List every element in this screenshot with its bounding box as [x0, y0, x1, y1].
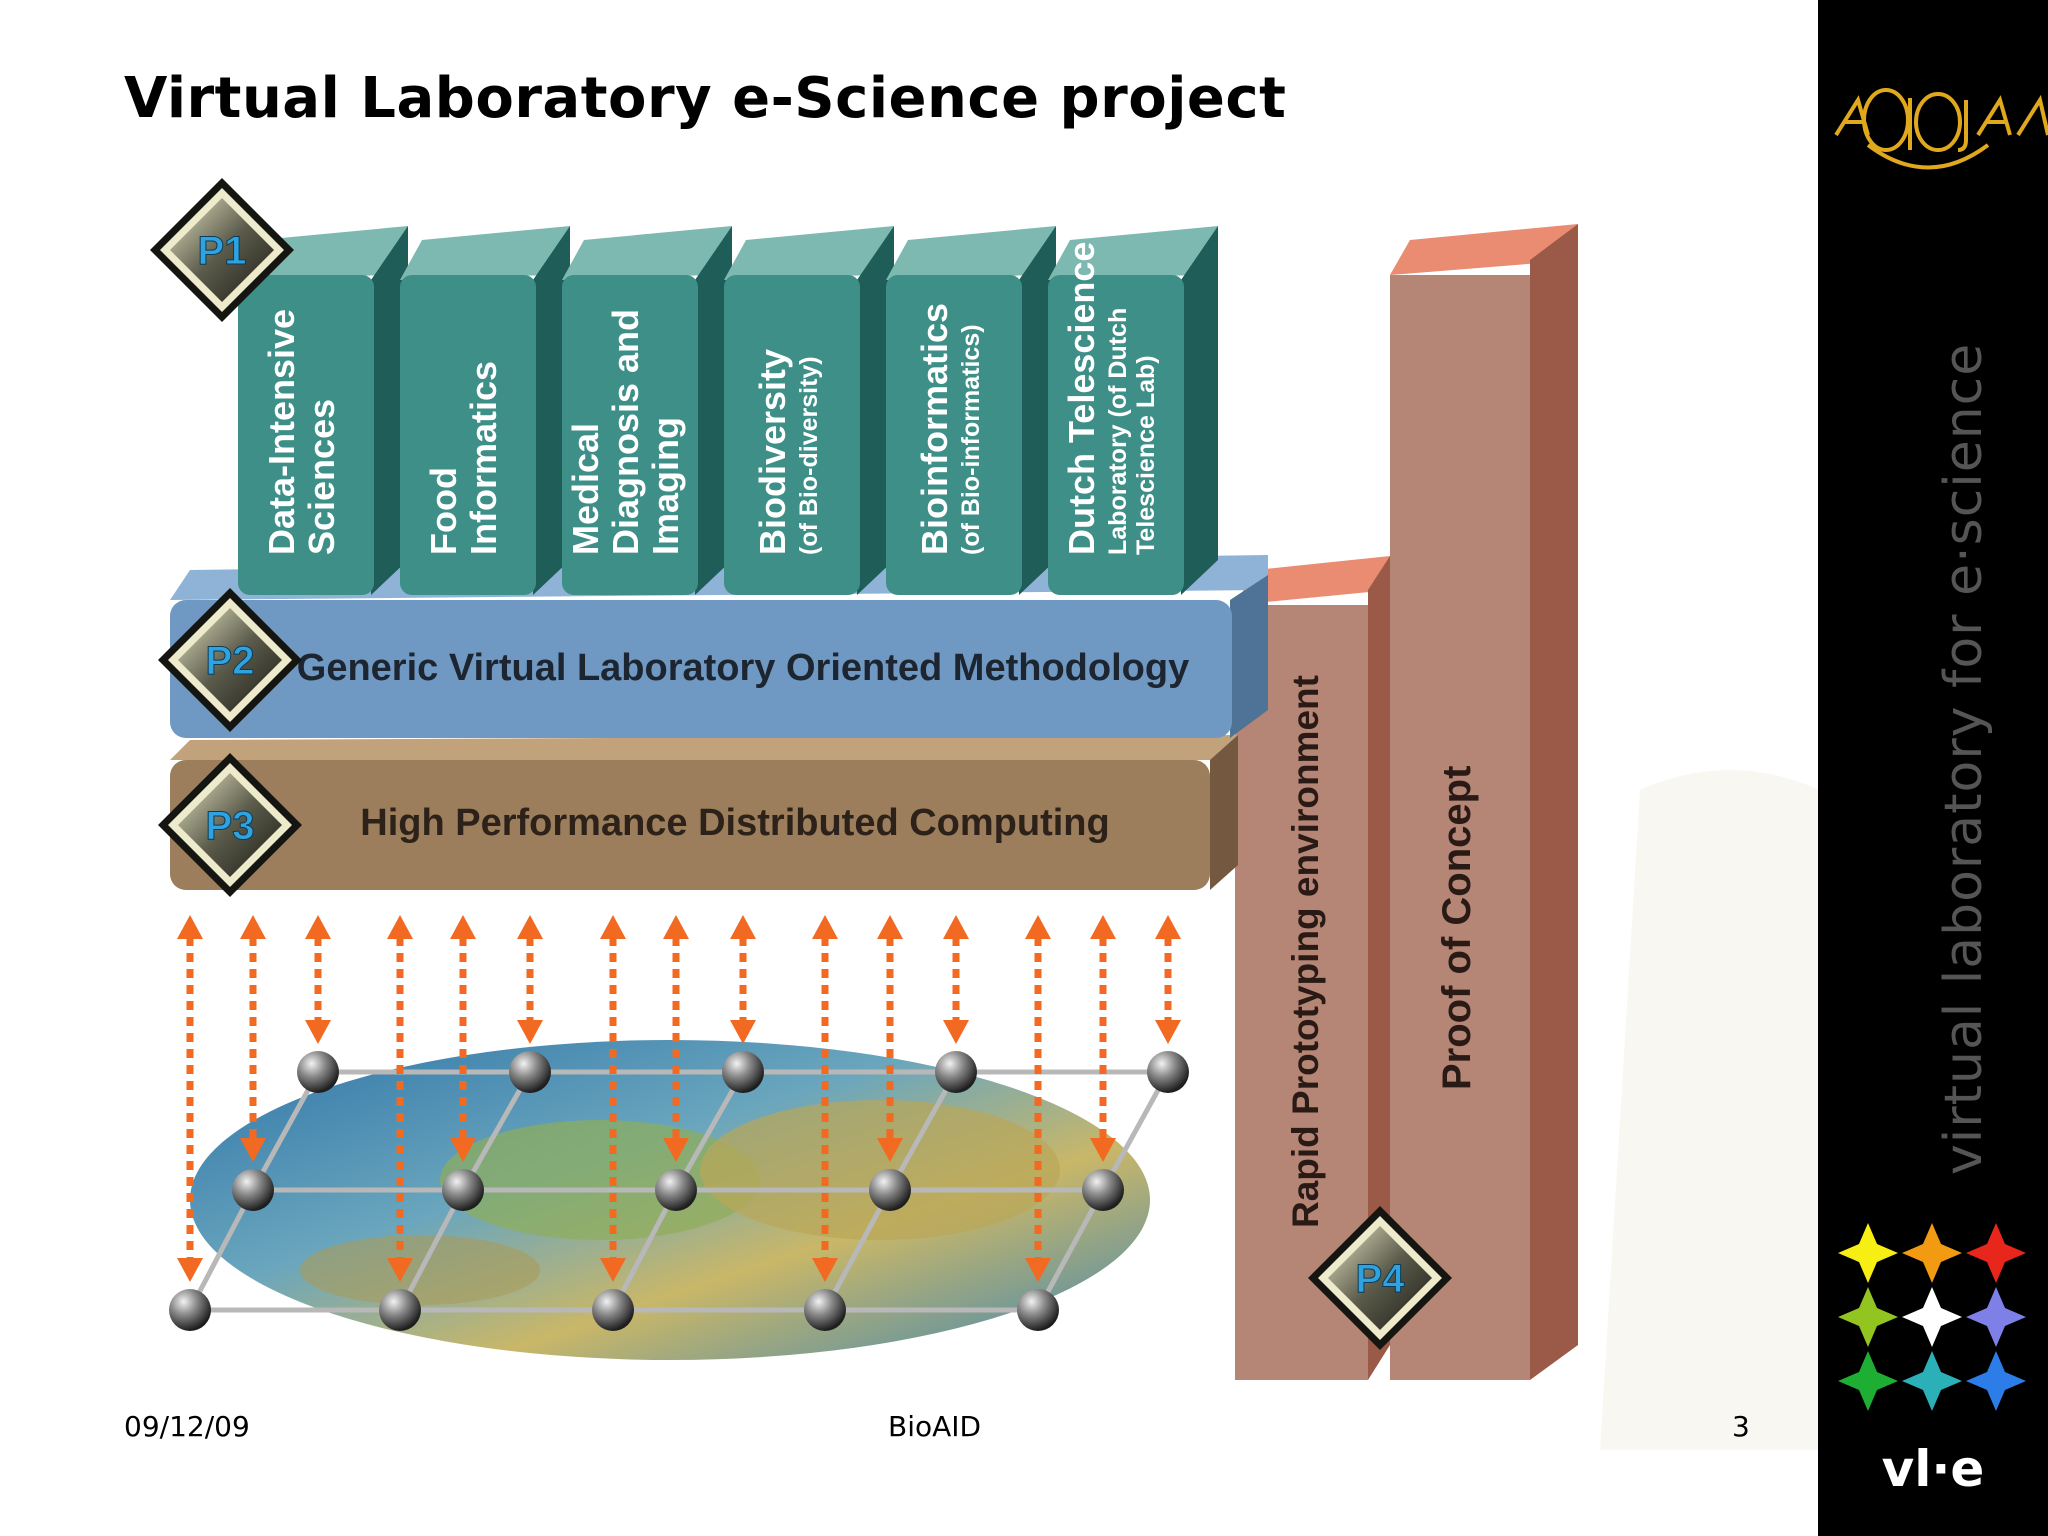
vle-architecture-diagram: Proof of Concept Rapid Prototyping envir…	[150, 178, 1578, 1380]
phase-marker-label: P4	[1356, 1257, 1406, 1301]
application-label: Imaging	[645, 417, 686, 555]
footer-title: BioAID	[888, 1410, 982, 1443]
phase-marker-label: P3	[206, 804, 255, 848]
application-sublabel: Telescience Lab)	[1132, 355, 1160, 555]
proof-label: Proof of Concept	[1435, 766, 1479, 1090]
distributed-resources-grid	[169, 915, 1189, 1360]
data-flow-arrow	[812, 915, 838, 1282]
branding-sidebar	[1818, 0, 2048, 1536]
data-flow-arrow	[600, 915, 626, 1282]
compute-node	[169, 1289, 211, 1331]
data-flow-arrow	[240, 915, 266, 1162]
mosaic-star	[1902, 1223, 1962, 1283]
phase-marker-label: P2	[206, 639, 255, 683]
data-flow-arrow	[517, 915, 543, 1044]
compute-node	[232, 1169, 274, 1211]
application-label: Diagnosis and	[605, 309, 646, 555]
application-block: Bioinformatics(of Bio-informatics)	[886, 226, 1056, 595]
compute-node	[935, 1051, 977, 1093]
application-label: Informatics	[463, 361, 504, 555]
application-label: Data-Intensive	[261, 309, 302, 555]
application-label: Sciences	[301, 399, 342, 555]
compute-node	[722, 1051, 764, 1093]
compute-node	[592, 1289, 634, 1331]
application-sublabel: (of Bio-informatics)	[957, 324, 985, 555]
application-sublabel: Laboratory (of Dutch	[1104, 308, 1132, 555]
compute-node	[1082, 1169, 1124, 1211]
data-flow-arrow	[943, 915, 969, 1044]
application-label: Biodiversity	[752, 349, 793, 555]
data-flow-arrow	[177, 915, 203, 1282]
page-number: 3	[1732, 1410, 1750, 1443]
compute-node	[509, 1051, 551, 1093]
compute-node	[804, 1289, 846, 1331]
mosaic-star	[1966, 1287, 2026, 1347]
rapid-prototyping-label: Rapid Prototyping environment	[1285, 675, 1326, 1228]
compute-node	[869, 1169, 911, 1211]
mosaic-star	[1838, 1223, 1898, 1283]
compute-node	[655, 1169, 697, 1211]
mosaic-star	[1966, 1351, 2026, 1411]
colored-star-mosaic-icon	[1838, 1223, 2026, 1411]
data-flow-arrow	[305, 915, 331, 1044]
data-flow-arrow	[1025, 915, 1051, 1282]
compute-node	[297, 1051, 339, 1093]
p3-computing-layer: High Performance Distributed Computing	[170, 735, 1238, 890]
methodology-label: Generic Virtual Laboratory Oriented Meth…	[297, 647, 1189, 689]
application-block: Biodiversity(of Bio-diversity)	[724, 226, 894, 595]
phase-marker-p3: P3	[158, 753, 302, 897]
slide-title: Virtual Laboratory e-Science project	[124, 66, 1287, 131]
data-flow-arrow	[450, 915, 476, 1162]
compute-node	[1017, 1289, 1059, 1331]
compute-node	[442, 1169, 484, 1211]
aid-logo-icon	[1834, 88, 2048, 170]
mosaic-star	[1838, 1351, 1898, 1411]
compute-node	[1147, 1051, 1189, 1093]
mosaic-star	[1966, 1223, 2026, 1283]
data-flow-arrow	[663, 915, 689, 1162]
mosaic-star	[1838, 1287, 1898, 1347]
brand-wordmark: vl·e	[1881, 1440, 1985, 1498]
mosaic-star	[1902, 1287, 1962, 1347]
application-label: Dutch Telescience	[1061, 242, 1102, 555]
data-flow-arrow	[1090, 915, 1116, 1162]
application-sublabel: (of Bio-diversity)	[795, 356, 823, 555]
data-flow-arrow	[387, 915, 413, 1282]
data-flow-arrow	[730, 915, 756, 1044]
sidebar-tagline: virtual laboratory for e·science	[1934, 342, 1994, 1175]
mosaic-star	[1902, 1351, 1962, 1411]
phase-marker-p2: P2	[158, 588, 302, 732]
footer-date: 09/12/09	[124, 1410, 250, 1443]
phase-marker-p4: P4	[1308, 1206, 1452, 1350]
application-label: Food	[423, 467, 464, 555]
application-label: Medical	[565, 423, 606, 555]
computing-label: High Performance Distributed Computing	[360, 802, 1109, 844]
compute-node	[379, 1289, 421, 1331]
phase-marker-p1: P1	[150, 178, 294, 322]
watermark-logo	[1600, 770, 1860, 1450]
proof-of-concept-column: Proof of Concept	[1390, 224, 1578, 1380]
data-flow-arrow	[877, 915, 903, 1162]
application-label: Bioinformatics	[914, 303, 955, 555]
phase-marker-label: P1	[198, 229, 247, 273]
data-flow-arrow	[1155, 915, 1181, 1044]
rapid-prototyping-column: Rapid Prototyping environment	[1235, 556, 1390, 1380]
